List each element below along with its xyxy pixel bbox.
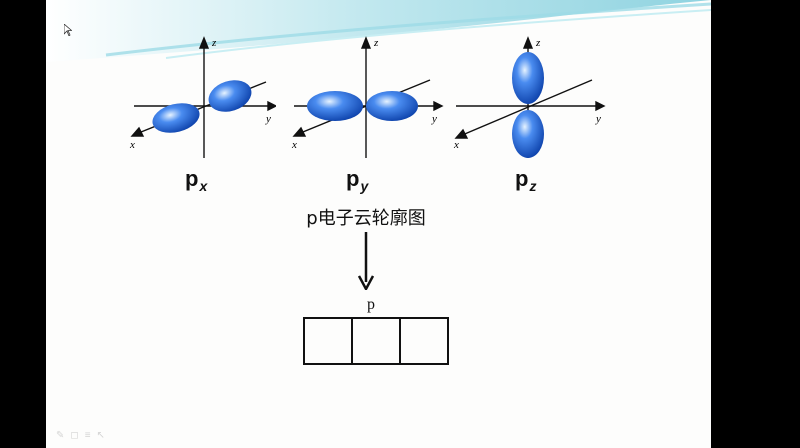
pz-orbital-diagram: z y x <box>453 36 606 158</box>
down-arrow-icon <box>358 232 374 290</box>
py-lobe-left <box>307 91 363 121</box>
px-orbital-diagram: z y x <box>129 36 276 158</box>
px-lobe-back <box>208 80 252 112</box>
electron-cloud-caption: p电子云轮廓图 <box>306 208 426 229</box>
py-axis-z-label: z <box>373 37 379 49</box>
presentation-toolbar: ✎ ◻ ≡ ↖ <box>56 430 105 441</box>
pen-icon[interactable]: ✎ <box>56 430 65 441</box>
pz-lobe-top <box>512 52 544 104</box>
pz-lobe-bottom <box>512 110 544 158</box>
slide-canvas: z y x z y x z y x <box>46 0 711 448</box>
px-axis-y-label: y <box>265 113 271 125</box>
pz-axis-x-label: x <box>453 139 459 151</box>
eraser-icon[interactable]: ◻ <box>70 430 79 441</box>
py-orbital-diagram: z y x <box>291 36 444 158</box>
pz-axis-z-label: z <box>535 37 541 49</box>
py-axis-x-label: x <box>291 139 297 151</box>
p-orbital-boxes <box>303 317 449 365</box>
px-lobe-front <box>152 103 200 133</box>
pointer-icon[interactable]: ↖ <box>96 430 105 441</box>
px-axis-z-label: z <box>211 37 217 49</box>
px-axes <box>130 36 276 158</box>
orbital-box-label: p <box>367 296 375 313</box>
px-label: px <box>185 166 208 194</box>
pz-axis-y-label: y <box>595 113 601 125</box>
orbital-box <box>353 319 401 363</box>
header-wave-decoration <box>46 0 711 62</box>
mouse-cursor-icon <box>64 24 72 36</box>
px-axis-x-label: x <box>129 139 135 151</box>
pz-label: pz <box>515 166 537 194</box>
orbital-box <box>305 319 353 363</box>
py-label: py <box>346 166 369 194</box>
py-lobe-right <box>366 91 418 121</box>
orbital-box <box>401 319 447 363</box>
menu-icon[interactable]: ≡ <box>84 430 91 441</box>
py-axis-y-label: y <box>431 113 437 125</box>
